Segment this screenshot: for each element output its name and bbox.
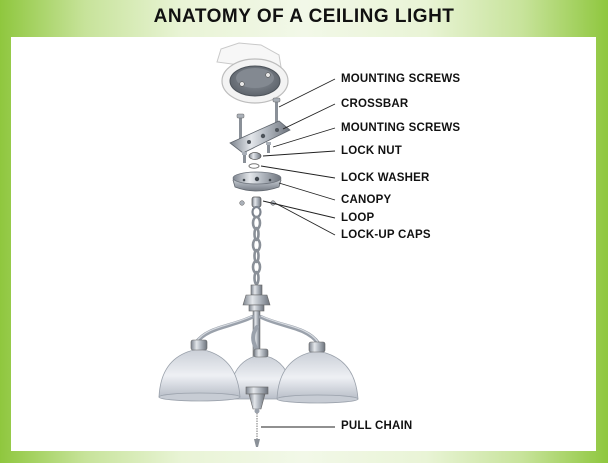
canopy — [232, 171, 282, 192]
leader-lines — [260, 78, 336, 428]
chain — [251, 215, 262, 286]
label-crossbar: CROSSBAR — [341, 98, 409, 110]
diagram-panel: MOUNTING SCREWS CROSSBAR MOUNTING SCREWS… — [11, 37, 596, 451]
label-lock-nut: LOCK NUT — [341, 145, 403, 157]
label-loop: LOOP — [341, 212, 375, 224]
label-lock-washer: LOCK WASHER — [341, 172, 430, 184]
ceiling-light-diagram — [158, 42, 359, 447]
label-mounting-screws-top: MOUNTING SCREWS — [341, 73, 461, 85]
label-pull-chain: PULL CHAIN — [341, 420, 413, 432]
mounting-screws-short — [242, 142, 271, 163]
finial — [245, 386, 269, 414]
glass-shades — [158, 339, 359, 404]
label-mounting-screws-lower: MOUNTING SCREWS — [341, 122, 461, 134]
electrical-box — [216, 42, 289, 104]
lock-nut — [248, 152, 262, 160]
page-title: ANATOMY OF A CEILING LIGHT — [153, 6, 455, 27]
lock-up-cap-left — [239, 200, 245, 206]
loop — [251, 196, 262, 219]
crossbar — [229, 120, 291, 154]
mounting-screws-long — [236, 97, 281, 141]
pull-chain — [254, 413, 260, 447]
lock-washer — [248, 163, 260, 169]
label-lock-up-caps: LOCK-UP CAPS — [341, 229, 431, 241]
label-canopy: CANOPY — [341, 194, 392, 206]
